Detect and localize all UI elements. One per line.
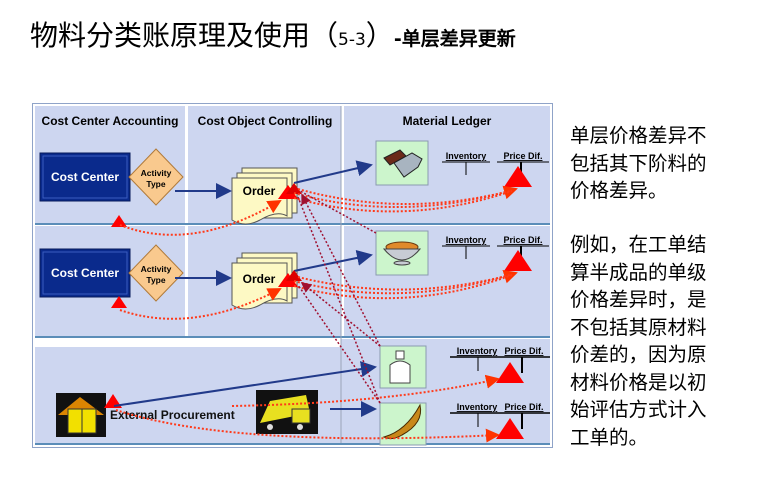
side-note-1: 单层价格差异不 包括其下阶料的 价格差异。 (570, 122, 750, 205)
activity-type-diamond-1: Activity Type (128, 148, 184, 206)
title-main: 物料分类账原理及使用（ (30, 19, 339, 52)
ledger-account-2: Inventory Price Dif. (442, 235, 549, 261)
bowl-icon (375, 230, 429, 276)
ledger-account-3b: Inventory Price Dif. (450, 402, 550, 429)
order-label-1: Order (243, 184, 276, 198)
page-title: 物料分类账原理及使用（5-3）-单层差异更新 (30, 14, 516, 54)
variance-flow-cc-to-order-2 (119, 288, 282, 320)
side-note-2-line: 材料价格是以初 (570, 370, 707, 394)
side-note-2-line: 不包括其原材料 (570, 315, 707, 339)
variance-triangle-cc-1 (111, 215, 127, 227)
ledger-account-3a: Inventory Price Dif. (450, 346, 550, 373)
flow-arrow-order-to-material-2 (293, 250, 373, 272)
ledger-inventory-label-2: Inventory (446, 235, 487, 245)
side-note-2-line: 工单的。 (570, 425, 649, 449)
ledger-inventory-label-1: Inventory (446, 151, 487, 161)
activity-type-label-1a: Activity (141, 168, 172, 178)
variance-triangle-ml-3a (496, 362, 524, 383)
flow-arrow-procurement-to-milk (113, 361, 377, 407)
side-note-1-line: 价格差异。 (570, 179, 668, 202)
ledger-inventory-label-3a: Inventory (457, 346, 498, 356)
ledger-inventory-label-3b: Inventory (457, 402, 498, 412)
column-header-cost-center-accounting: Cost Center Accounting (42, 114, 179, 128)
title-number: 5-3 (338, 30, 366, 50)
column-header-material-ledger: Material Ledger (403, 114, 492, 128)
side-note-2-line: 价格差异时，是 (570, 288, 707, 311)
activity-type-label-1b: Type (146, 179, 165, 189)
truck-icon (256, 390, 318, 434)
side-note-2: 例如，在工单结 算半成品的单级 价格差异时，是 不包括其原材料 价差的，因为原 … (570, 231, 750, 451)
milk-bottle-icon (379, 345, 427, 389)
cost-center-box-1: Cost Center (39, 152, 131, 202)
variance-triangle-ml-3b (496, 418, 524, 439)
component-flow-banana-to-order-1 (297, 196, 381, 404)
component-flow-milk-to-order-1 (301, 193, 381, 347)
cost-center-label-1: Cost Center (51, 170, 119, 184)
side-note-2-line: 例如，在工单结 (570, 233, 707, 256)
variance-triangle-cc-2 (111, 296, 127, 308)
variance-triangle-order-1b (286, 183, 302, 194)
variance-flow-order-to-ml-1b (293, 190, 513, 213)
material-ledger-diagram: Cost Center Accounting Cost Object Contr… (32, 103, 553, 448)
side-note-2-line: 始评估方式计入 (570, 398, 707, 421)
ledger-price-dif-label-3a: Price Dif. (504, 346, 543, 356)
ledger-price-dif-label-3b: Price Dif. (504, 402, 543, 412)
activity-type-label-2b: Type (146, 275, 165, 285)
chocolate-bar-icon (375, 140, 429, 186)
activity-type-label-2a: Activity (141, 264, 172, 274)
variance-triangle-ml-1 (504, 166, 532, 187)
ledger-price-dif-label-2: Price Dif. (503, 235, 542, 245)
title-close: ） (365, 19, 394, 52)
flow-arrow-order-to-material-1 (293, 160, 373, 184)
ledger-account-1: Inventory Price Dif. (442, 151, 549, 178)
component-flow-bowl-to-order-1 (299, 190, 377, 234)
external-procurement-label: External Procurement (110, 408, 235, 422)
title-subtitle: -单层差异更新 (393, 28, 516, 50)
side-note-2-line: 价差的，因为原 (570, 343, 707, 366)
order-label-2: Order (243, 272, 276, 286)
variance-triangle-ml-2 (504, 250, 532, 271)
side-note-2-line: 算半成品的单级 (570, 260, 707, 284)
activity-type-diamond-2: Activity Type (128, 244, 184, 302)
variance-flow-cc-to-order-1 (119, 199, 282, 236)
variance-flow-order-to-ml-2b (293, 274, 513, 300)
component-flow-milk-to-order-2 (300, 282, 381, 347)
variance-flow-procurement-to-ml-3b (115, 409, 500, 443)
cost-center-label-2: Cost Center (51, 266, 119, 280)
side-note-1-line: 包括其下阶料的 (570, 151, 707, 175)
column-header-cost-object-controlling: Cost Object Controlling (198, 114, 333, 128)
package-icon (56, 393, 106, 437)
ledger-price-dif-label-1: Price Dif. (503, 151, 542, 161)
variance-triangle-order-2b (286, 270, 302, 281)
side-note-1-line: 单层价格差异不 (570, 124, 707, 147)
cost-center-box-2: Cost Center (39, 248, 131, 298)
